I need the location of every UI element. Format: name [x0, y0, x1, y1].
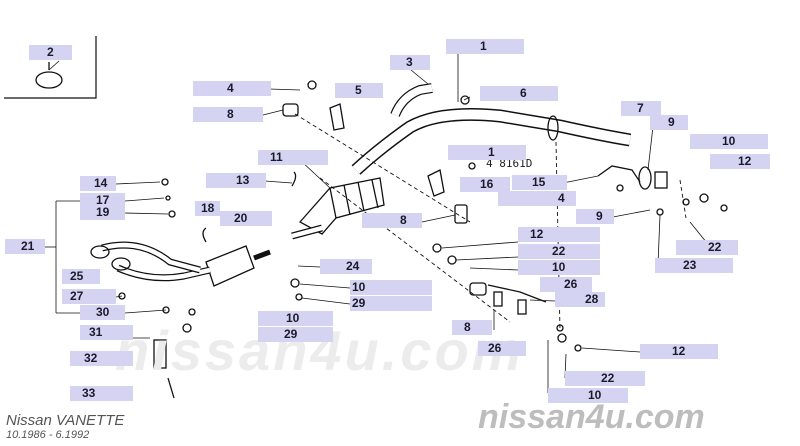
callout-14[interactable]: 14: [80, 176, 116, 191]
callout-6[interactable]: 6: [480, 86, 558, 101]
watermark: nissan4u.com: [478, 398, 705, 436]
callout-9b[interactable]: 9: [576, 209, 614, 224]
part-number-stamp: 4 8161D: [486, 157, 533, 170]
callout-4[interactable]: 4: [193, 81, 271, 96]
callout-21[interactable]: 21: [5, 239, 45, 254]
callout-5[interactable]: 5: [335, 83, 383, 98]
callout-10[interactable]: 10: [690, 134, 768, 149]
callout-19[interactable]: 19: [80, 205, 125, 220]
callout-22[interactable]: 22: [518, 244, 600, 259]
callout-30[interactable]: 30: [80, 305, 125, 320]
callout-3[interactable]: 3: [390, 55, 430, 70]
grommet: [35, 71, 63, 89]
callout-26[interactable]: 26: [540, 277, 592, 292]
callout-16[interactable]: 16: [460, 177, 510, 192]
callout-20[interactable]: 20: [220, 211, 272, 226]
callout-10d[interactable]: 10: [258, 311, 333, 326]
callout-13[interactable]: 13: [206, 173, 266, 188]
callout-17[interactable]: 17: [80, 193, 125, 208]
callout-10c[interactable]: 10: [350, 280, 432, 295]
callout-12[interactable]: 12: [710, 154, 770, 169]
callout-11[interactable]: 11: [258, 150, 328, 165]
callout-12c[interactable]: 12: [640, 344, 718, 359]
callout-8c[interactable]: 8: [452, 320, 492, 335]
callout-1[interactable]: 1: [446, 39, 524, 54]
callout-18[interactable]: 18: [195, 201, 220, 216]
callout-24[interactable]: 24: [320, 259, 372, 274]
callout-31[interactable]: 31: [80, 325, 133, 340]
callout-28[interactable]: 28: [555, 292, 605, 307]
callout-25[interactable]: 25: [62, 269, 100, 284]
callout-8b[interactable]: 8: [362, 213, 422, 228]
callout-7[interactable]: 7: [621, 101, 661, 116]
callout-33[interactable]: 33: [70, 386, 133, 401]
callout-1b[interactable]: 1: [448, 145, 526, 160]
callout-9[interactable]: 9: [650, 115, 688, 130]
callout-8[interactable]: 8: [193, 107, 263, 122]
callout-2[interactable]: 2: [29, 45, 72, 60]
callout-22b[interactable]: 22: [676, 240, 738, 255]
callout-22c[interactable]: 22: [565, 371, 645, 386]
callout-4b[interactable]: 4: [498, 191, 576, 206]
callout-15[interactable]: 15: [512, 175, 567, 190]
callout-23[interactable]: 23: [655, 258, 733, 273]
callout-12b[interactable]: 12: [518, 227, 600, 242]
production-years: 10.1986 - 6.1992: [6, 429, 90, 441]
callout-10e[interactable]: 10: [548, 388, 628, 403]
vehicle-model: Nissan VANETTE: [6, 412, 125, 429]
callout-29[interactable]: 29: [350, 296, 432, 311]
callout-29b[interactable]: 29: [258, 327, 333, 342]
callout-27[interactable]: 27: [62, 289, 116, 304]
callout-26b[interactable]: 26: [478, 341, 526, 356]
callout-32[interactable]: 32: [70, 351, 133, 366]
callout-10b[interactable]: 10: [518, 260, 600, 275]
